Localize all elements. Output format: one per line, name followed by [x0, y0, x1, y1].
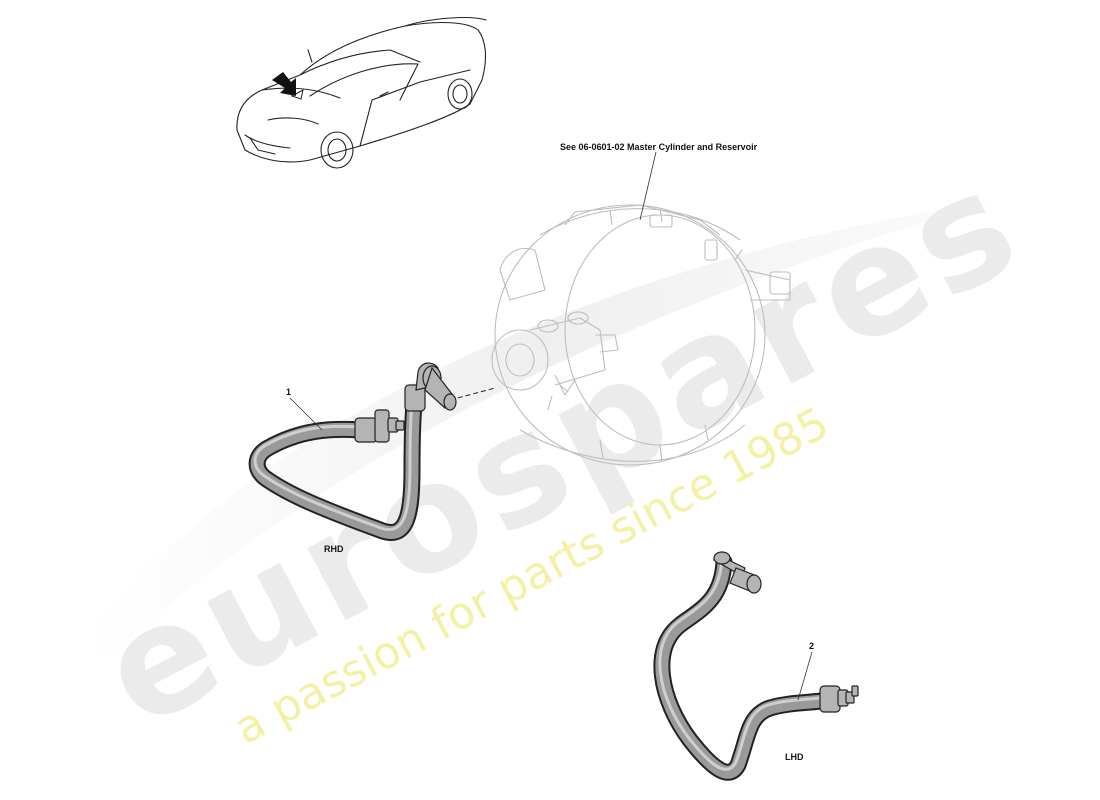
callout-number-2: 2	[809, 641, 815, 651]
reference-note: See 06-0601-02 Master Cylinder and Reser…	[560, 142, 758, 152]
label-lhd: LHD	[785, 752, 804, 762]
callout-1-leader	[289, 397, 323, 431]
label-rhd: RHD	[324, 544, 344, 554]
callout-number-1: 1	[286, 387, 292, 397]
callout-2-leader	[797, 651, 813, 701]
location-arrow-icon	[272, 72, 296, 96]
reference-leader-line	[639, 151, 657, 221]
